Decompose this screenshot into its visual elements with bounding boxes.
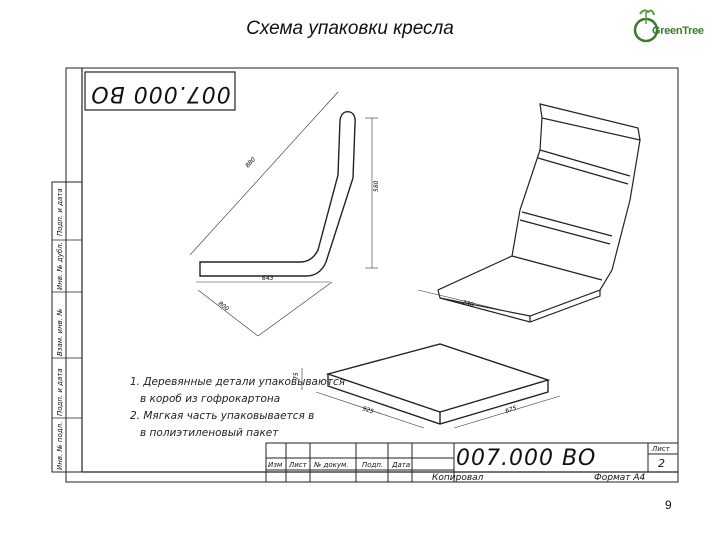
profile-dimensions bbox=[189, 91, 378, 337]
box-dimensions bbox=[301, 368, 561, 429]
tb-format: Формат А4 bbox=[594, 473, 646, 483]
side-label: Взам. инв. № bbox=[56, 308, 64, 356]
note-line: 1. Деревянные детали упаковываются bbox=[130, 376, 346, 388]
tb-header: № докум. bbox=[314, 461, 349, 469]
packing-box bbox=[325, 343, 551, 425]
document-code-main: 007.000 ВО bbox=[456, 446, 597, 471]
dim-box-len-2: 675 bbox=[504, 405, 517, 415]
side-label: Подп. и дата bbox=[56, 368, 64, 416]
title-block bbox=[265, 442, 679, 483]
slide-title: Схема упаковки кресла bbox=[246, 18, 454, 39]
dim-back-height: 580 bbox=[373, 180, 380, 192]
side-label: Инв. № дубл. bbox=[56, 242, 64, 290]
chair-isometric bbox=[437, 103, 641, 323]
page-number: 9 bbox=[665, 498, 672, 512]
side-label: Инв. № подл. bbox=[56, 421, 64, 470]
document-code-top: 007.000 ВО bbox=[90, 81, 231, 106]
tree-icon bbox=[633, 9, 659, 43]
note-line: в полиэтиленовый пакет bbox=[140, 427, 279, 439]
dim-lower-diag: 800 bbox=[217, 300, 230, 313]
tb-sheet-label: Лист bbox=[652, 445, 670, 453]
chair-iso-dimensions bbox=[417, 289, 511, 313]
dim-box-height: 75 bbox=[293, 372, 300, 380]
code-box-top bbox=[84, 71, 236, 111]
greentree-logo: GreenTree bbox=[632, 6, 718, 50]
dim-seat-diag: 880 bbox=[244, 156, 257, 169]
logo-text: GreenTree bbox=[652, 25, 704, 37]
tb-header: Дата bbox=[392, 461, 411, 469]
dim-box-len-1: 925 bbox=[361, 405, 374, 415]
note-line: в короб из гофрокартона bbox=[140, 393, 281, 405]
chair-profile bbox=[199, 110, 356, 277]
tb-sheet-number: 2 bbox=[658, 457, 665, 470]
tb-header: Лист bbox=[289, 461, 307, 469]
side-stamp bbox=[51, 181, 83, 473]
note-line: 2. Мягкая часть упаковывается в bbox=[130, 410, 315, 422]
dim-base-length: 643 bbox=[262, 275, 274, 282]
packing-notes: 1. Деревянные детали упаковываются в кор… bbox=[130, 374, 345, 442]
tb-header: Изм bbox=[268, 461, 283, 469]
side-label: Подп. и дата bbox=[56, 188, 64, 236]
dim-seat-depth: 230 bbox=[462, 299, 475, 309]
tb-header: Подп. bbox=[362, 461, 384, 469]
tb-author: Копировал bbox=[432, 473, 484, 483]
